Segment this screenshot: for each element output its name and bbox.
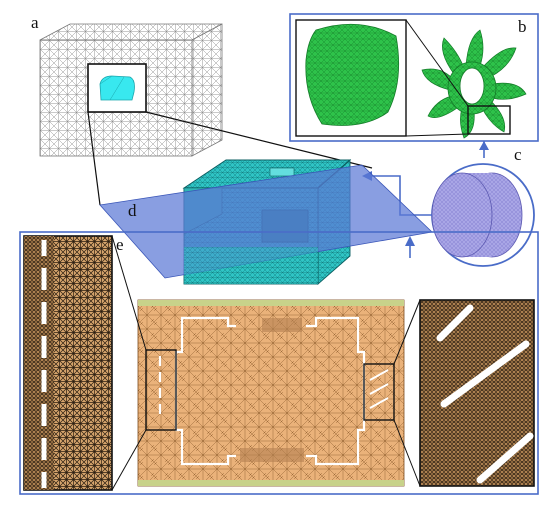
- panel-label-e: e: [116, 235, 124, 254]
- panel-e-left-detail-box: [145, 349, 177, 431]
- panel-b-blade-closeup: [305, 23, 400, 126]
- panel-label-a: a: [31, 13, 39, 32]
- panel-e-right-detail-box: [363, 363, 395, 421]
- fan-wheel-icon: [421, 29, 527, 139]
- panel-label-c: c: [514, 145, 522, 164]
- panel-b-frame: [289, 13, 539, 142]
- disk-icon: [431, 172, 493, 258]
- panel-e-right-zoom: [419, 299, 535, 487]
- panel-e-inclined-gaps: [436, 304, 534, 484]
- panel-label-b: b: [518, 17, 527, 36]
- panel-a-wireframe-box: [39, 23, 223, 157]
- panel-b-detail-box: [467, 105, 511, 135]
- panel-c-disk: [362, 141, 535, 267]
- panel-label-d: d: [128, 201, 137, 220]
- panel-e-frame: [19, 231, 539, 495]
